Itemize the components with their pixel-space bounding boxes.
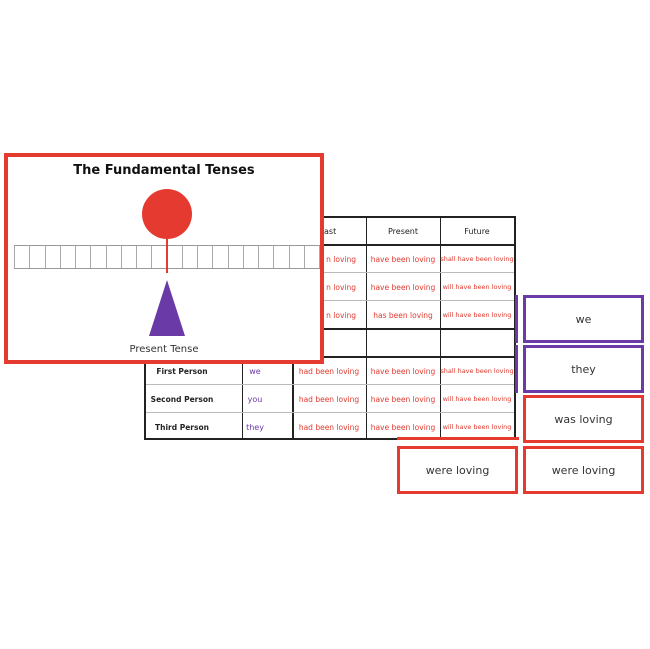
row-divider	[292, 300, 514, 301]
table-cell: will have been loving	[442, 423, 512, 431]
row-divider	[146, 356, 514, 358]
present-tense-poster: The Fundamental Tenses Present Tense	[4, 153, 324, 364]
card-were-loving[interactable]: were loving	[523, 446, 644, 494]
table-cell: n loving	[326, 310, 356, 320]
card-edge	[515, 345, 519, 393]
table-cell: n loving	[326, 282, 356, 292]
purple-triangle-symbol	[149, 280, 185, 336]
row-divider	[146, 384, 514, 385]
table-cell: had been loving	[298, 394, 360, 404]
table-cell: will have been loving	[442, 395, 512, 403]
table-cell: had been loving	[298, 422, 360, 432]
row-divider	[146, 412, 514, 413]
tense-table-sheet: ast Present Future n loving have been lo…	[144, 216, 516, 440]
table-cell: have been loving	[370, 366, 436, 376]
row-divider	[292, 328, 514, 330]
row-divider	[292, 272, 514, 273]
person-label: Second Person	[150, 394, 214, 404]
header-future: Future	[464, 226, 490, 236]
table-cell: n loving	[326, 254, 356, 264]
row-divider	[292, 244, 514, 246]
person-label: Third Person	[155, 422, 209, 432]
table-cell: have been loving	[370, 394, 436, 404]
header-past: ast	[324, 226, 337, 236]
card-edge	[397, 437, 519, 441]
table-cell: have been loving	[370, 422, 436, 432]
table-cell: will have been loving	[442, 311, 512, 319]
table-cell: shall have been loving	[440, 255, 514, 263]
red-circle-symbol	[142, 189, 192, 239]
card-edge	[515, 295, 519, 343]
table-cell: have been loving	[370, 254, 436, 264]
card-was-loving[interactable]: was loving	[523, 395, 644, 443]
poster-caption: Present Tense	[129, 344, 199, 355]
table-cell: had been loving	[298, 366, 360, 376]
table-cell: have been loving	[370, 282, 436, 292]
card-were-loving[interactable]: were loving	[397, 446, 518, 494]
pronoun-cell: they	[246, 422, 264, 432]
table-cell: will have been loving	[442, 283, 512, 291]
card-they[interactable]: they	[523, 345, 644, 393]
table-cell: has been loving	[373, 310, 433, 320]
table-cell: shall have been loving	[440, 367, 514, 375]
poster-title: The Fundamental Tenses	[73, 163, 255, 178]
person-label: First Person	[156, 366, 208, 376]
timeline-marker	[166, 239, 168, 273]
card-we[interactable]: we	[523, 295, 644, 343]
header-present: Present	[387, 226, 418, 236]
pronoun-cell: you	[247, 394, 263, 404]
pronoun-cell: we	[249, 366, 261, 376]
